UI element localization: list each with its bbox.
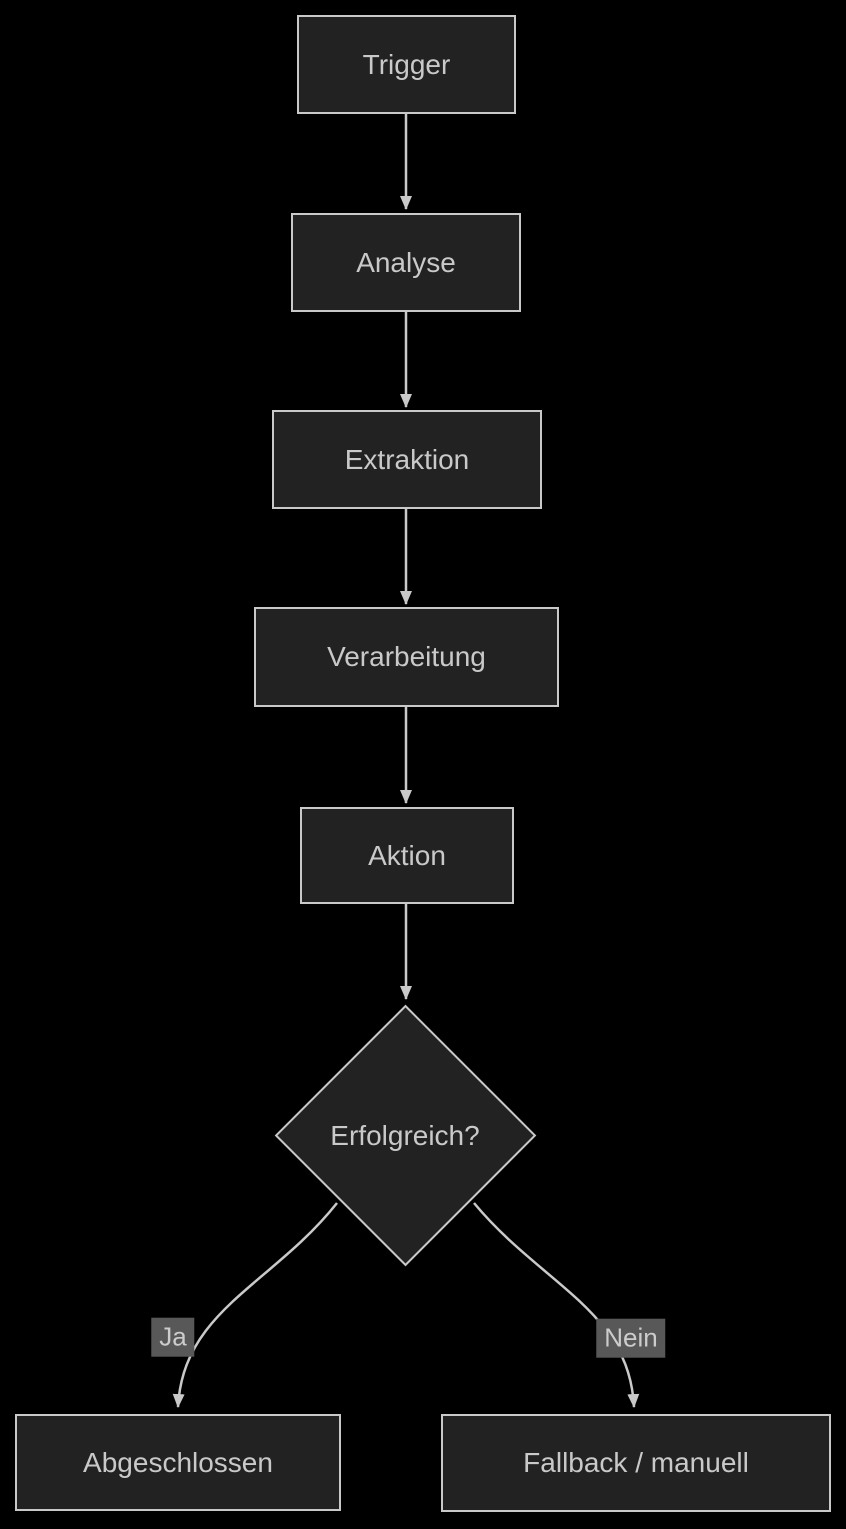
node-verarbeitung-label: Verarbeitung	[327, 641, 486, 672]
node-analyse-label: Analyse	[356, 246, 456, 278]
edge-label-nein: Nein	[596, 1318, 666, 1358]
edge-label-ja-text: Ja	[159, 1321, 187, 1352]
edge-label-nein-text: Nein	[604, 1322, 658, 1353]
node-extraktion: Extraktion	[272, 410, 542, 509]
node-trigger-label: Trigger	[362, 48, 451, 80]
node-aktion-label: Aktion	[368, 839, 446, 871]
node-extraktion-label: Extraktion	[344, 443, 470, 475]
node-verarbeitung: Verarbeitung	[254, 607, 559, 707]
node-fallback-label: Fallback / manuell	[523, 1447, 749, 1478]
node-trigger: Trigger	[297, 15, 516, 114]
node-abgeschlossen-label: Abgeschlossen	[83, 1446, 273, 1478]
edge-erfolgreich-fallback	[473, 1202, 640, 1408]
node-aktion: Aktion	[300, 807, 514, 904]
node-abgeschlossen: Abgeschlossen	[15, 1414, 341, 1511]
edge-label-ja: Ja	[151, 1317, 195, 1357]
node-erfolgreich-label: Erfolgreich?	[330, 1120, 480, 1151]
node-analyse: Analyse	[291, 213, 521, 312]
edge-erfolgreich-abgeschlossen	[172, 1202, 338, 1408]
node-fallback: Fallback / manuell	[441, 1414, 831, 1512]
